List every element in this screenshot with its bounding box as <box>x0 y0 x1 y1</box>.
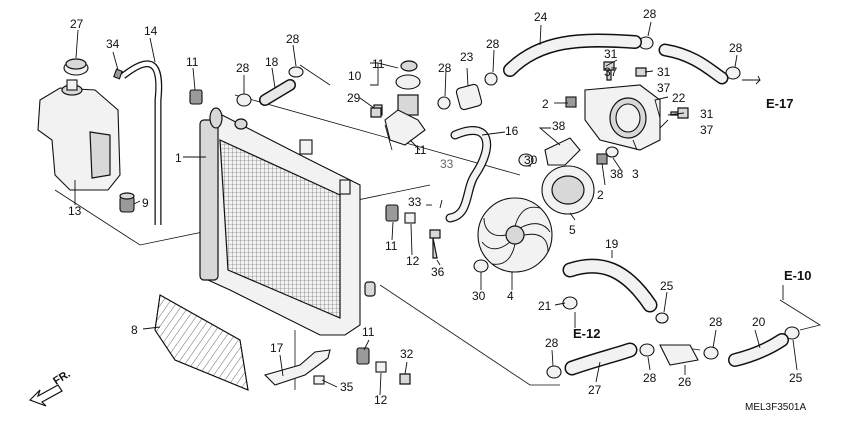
callout-label: 28 <box>236 61 250 75</box>
reservoir-tank <box>37 79 121 191</box>
callout-label: 25 <box>789 371 803 385</box>
callout-label: 24 <box>534 10 548 24</box>
reservoir-cap <box>63 58 89 76</box>
hose-short-24 <box>455 83 483 111</box>
callout-label: 31 <box>657 65 671 79</box>
callout-label: 27 <box>588 383 602 397</box>
callout-label: 1 <box>175 151 182 165</box>
callout-label: 10 <box>348 69 362 83</box>
callout-label: 30 <box>524 153 538 167</box>
callout-label: 11 <box>362 325 375 339</box>
callout-label: 37 <box>700 123 714 137</box>
callout-label: 19 <box>605 237 619 251</box>
callout-label: 38 <box>552 119 566 133</box>
radiator-bracket <box>263 349 331 386</box>
filler-neck <box>373 60 426 146</box>
callout-label: 3 <box>632 167 639 181</box>
callout-label: 20 <box>752 315 766 329</box>
callout-label: 31 <box>604 47 618 61</box>
front-label: FR. <box>51 368 72 388</box>
callout-label: 14 <box>144 24 158 38</box>
callout-label: 23 <box>460 50 474 64</box>
callout-label: 34 <box>106 37 120 51</box>
callout-label: 33 <box>408 195 422 209</box>
callout-label: 12 <box>374 393 388 407</box>
callout-label: 16 <box>505 124 519 138</box>
callout-label: 29 <box>347 91 361 105</box>
callout-labels: 27 34 14 11 1 28 18 28 11 10 29 11 28 23… <box>68 7 803 407</box>
callout-label: 33 <box>440 157 454 171</box>
callout-label: 2 <box>542 97 549 111</box>
reference-label: E-12 <box>573 326 600 341</box>
callout-label: 31 <box>700 107 714 121</box>
leader-lines <box>74 21 798 396</box>
water-pump <box>541 137 595 215</box>
callout-label: 35 <box>340 380 354 394</box>
callout-label: 28 <box>643 7 657 21</box>
callout-label: 21 <box>538 299 552 313</box>
callout-label: 18 <box>265 55 279 69</box>
callout-label: 28 <box>286 32 300 46</box>
callout-label: 28 <box>486 37 500 51</box>
callout-label: 28 <box>438 61 452 75</box>
callout-label: 36 <box>431 265 445 279</box>
hose-clamps <box>236 36 800 379</box>
bolts <box>370 61 689 119</box>
callout-label: 4 <box>507 289 514 303</box>
callout-label: 9 <box>142 196 149 210</box>
callout-label: 28 <box>643 371 657 385</box>
cooling-fan <box>477 197 553 273</box>
front-direction-arrow: FR. <box>28 368 73 407</box>
callout-label: 32 <box>400 347 414 361</box>
callout-label: 13 <box>68 204 82 218</box>
callout-label: 11 <box>372 57 385 71</box>
diagram-code: MEL3F3501A <box>745 402 806 413</box>
callout-label: 37 <box>604 65 618 79</box>
callout-label: 22 <box>672 91 686 105</box>
callout-label: 26 <box>678 375 692 389</box>
reference-label: E-10 <box>784 268 811 283</box>
hose-joint <box>659 344 699 366</box>
callout-label: 11 <box>414 143 427 157</box>
radiator-grille <box>154 294 249 391</box>
fasteners <box>189 89 619 385</box>
callout-label: 2 <box>597 188 604 202</box>
bypass-hose <box>445 126 492 223</box>
callout-label: 12 <box>406 254 420 268</box>
callout-label: 5 <box>569 223 576 237</box>
callout-label: 28 <box>709 315 723 329</box>
callout-label: 25 <box>660 279 674 293</box>
rubber-cap <box>119 192 135 213</box>
clip <box>113 68 123 80</box>
callout-label: 11 <box>186 55 199 69</box>
callout-label: 28 <box>545 336 559 350</box>
callout-label: 11 <box>385 239 398 253</box>
callout-label: 30 <box>472 289 486 303</box>
callout-label: 37 <box>657 81 671 95</box>
callout-label: 38 <box>610 167 624 181</box>
callout-label: 17 <box>270 341 284 355</box>
water-pump-housing <box>584 84 661 151</box>
reference-label: E-17 <box>766 96 793 111</box>
callout-label: 8 <box>131 323 138 337</box>
callout-label: 27 <box>70 17 84 31</box>
radiator <box>199 107 376 336</box>
callout-label: 28 <box>729 41 743 55</box>
